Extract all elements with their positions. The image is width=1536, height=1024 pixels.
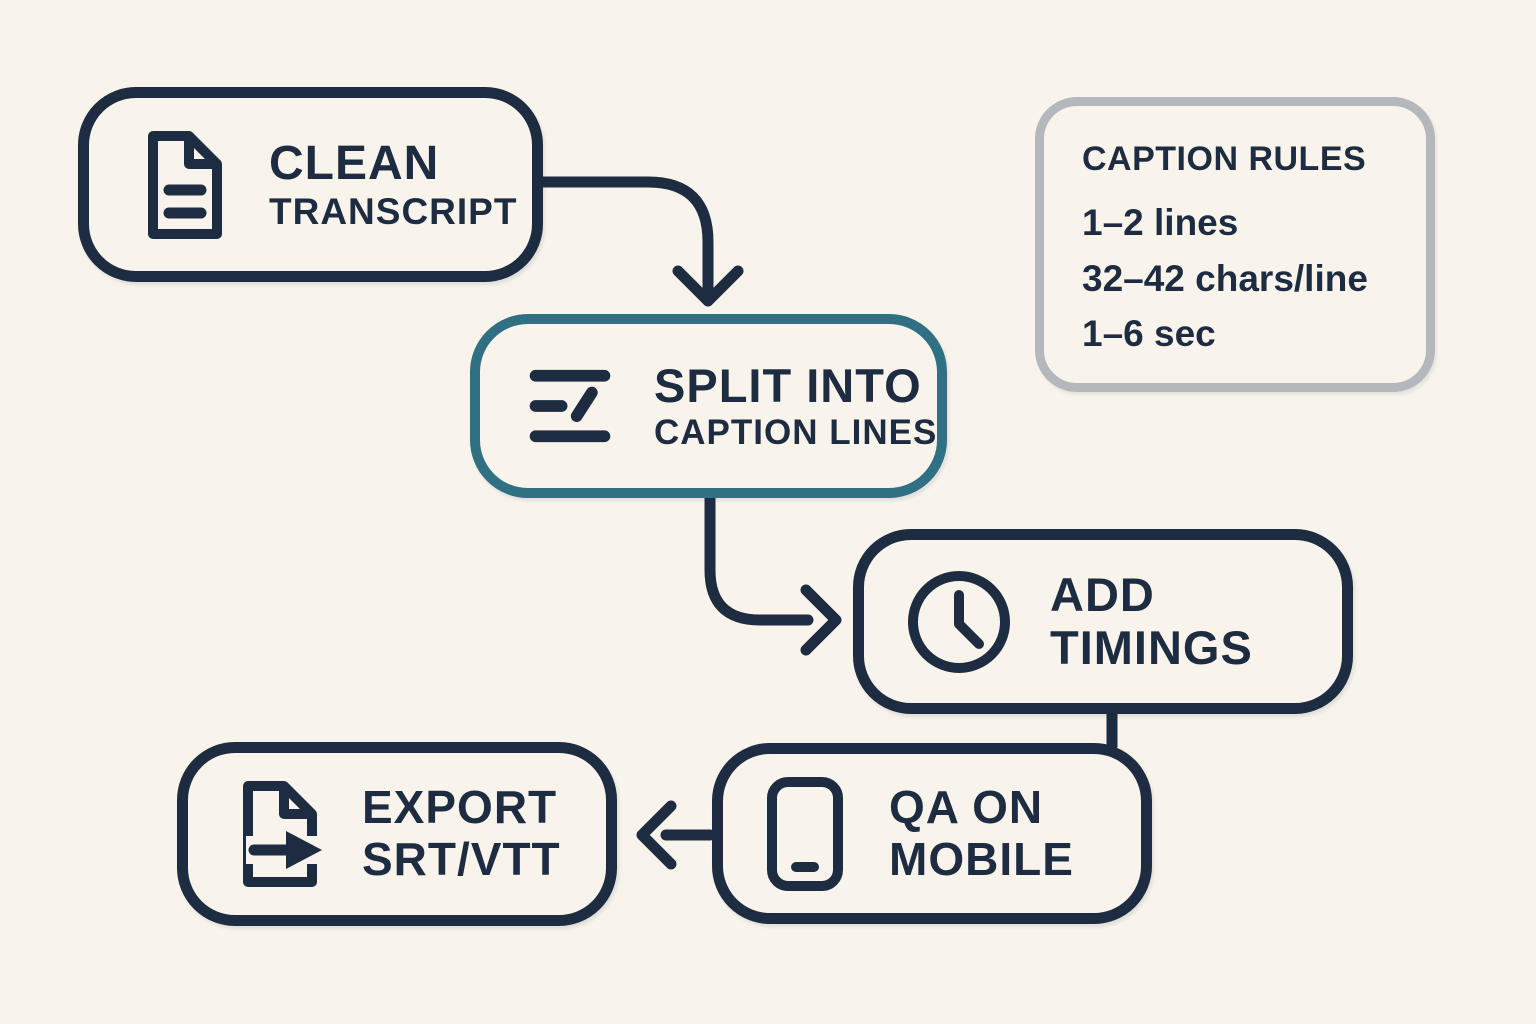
node-title: QA ON bbox=[889, 780, 1044, 833]
rules-panel-title: CAPTION RULES bbox=[1082, 140, 1367, 178]
arrow-split-to-timings bbox=[704, 492, 842, 656]
file-export-icon bbox=[230, 778, 334, 890]
rule-chars-per-line: 32–42 chars/line bbox=[1082, 257, 1368, 299]
split-lines-icon bbox=[528, 365, 612, 447]
node-subtitle: MOBILE bbox=[889, 832, 1074, 885]
flow-node-clean-transcript: CLEAN TRANSCRIPT bbox=[78, 87, 543, 282]
node-subtitle: SRT/VTT bbox=[362, 833, 561, 885]
arrow-qa-to-export bbox=[636, 800, 716, 870]
node-subtitle: TIMINGS bbox=[1050, 620, 1253, 674]
flow-node-qa-on-mobile: QA ON MOBILE bbox=[712, 743, 1152, 924]
arrow-clean-to-split bbox=[537, 176, 744, 307]
flow-node-export-srt-vtt: EXPORT SRT/VTT bbox=[177, 742, 617, 926]
node-title: SPLIT INTO bbox=[654, 359, 922, 413]
node-subtitle: TRANSCRIPT bbox=[269, 190, 518, 232]
node-title: ADD bbox=[1050, 567, 1155, 621]
rule-duration: 1–6 sec bbox=[1082, 313, 1216, 354]
caption-rules-panel: CAPTION RULES 1–2 lines 32–42 chars/line… bbox=[1035, 97, 1435, 392]
node-title: EXPORT bbox=[362, 781, 558, 834]
flow-node-split-into-caption-lines: SPLIT INTO CAPTION LINES bbox=[470, 314, 947, 498]
rule-lines: 1–2 lines bbox=[1082, 202, 1239, 243]
node-subtitle: CAPTION LINES bbox=[654, 412, 938, 452]
node-title: CLEAN bbox=[269, 136, 440, 190]
document-icon bbox=[133, 128, 233, 242]
smartphone-icon bbox=[765, 775, 845, 893]
clock-icon bbox=[904, 567, 1014, 677]
flow-node-add-timings: ADD TIMINGS bbox=[853, 529, 1353, 714]
